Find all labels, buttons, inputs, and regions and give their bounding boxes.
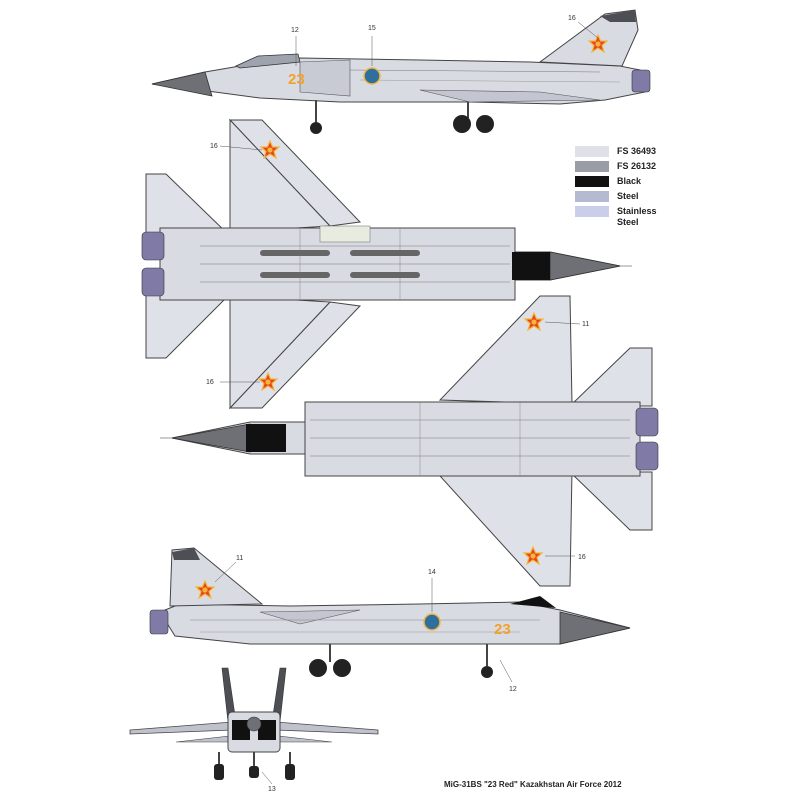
legend-label-stainless-steel: Stainless Steel: [617, 206, 657, 227]
callout-side-top-3: 16: [568, 15, 576, 22]
legend-item-black: Black: [575, 176, 685, 187]
legend-label-fs36493: FS 36493: [617, 146, 657, 156]
side-profile-bottom: 23 11 14 12: [149, 547, 631, 693]
legend-item-stainless-steel: Stainless Steel: [575, 206, 685, 228]
tactical-number-top: 23: [288, 71, 305, 88]
callout-plan-bottom-2: 16: [578, 554, 586, 561]
legend-swatch-black: [575, 176, 609, 187]
plan-view-upper: 16 16: [141, 118, 632, 410]
legend-label-steel: Steel: [617, 191, 639, 201]
legend-swatch-fs36493: [575, 146, 609, 157]
plan-view-lower: 11 16: [160, 295, 659, 587]
legend-label-fs26132: FS 26132: [617, 161, 657, 171]
color-legend: FS 36493 FS 26132 Black Steel Stainless …: [575, 146, 685, 232]
tactical-number-bottom: 23: [494, 621, 511, 638]
callout-side-bottom-1: 11: [236, 555, 243, 562]
legend-swatch-stainless-steel: [575, 206, 609, 217]
sheet-caption: MiG-31BS "23 Red" Kazakhstan Air Force 2…: [444, 780, 622, 789]
legend-swatch-steel: [575, 191, 609, 202]
legend-item-steel: Steel: [575, 191, 685, 202]
callout-plan-top-2: 16: [206, 379, 214, 386]
legend-label-black: Black: [617, 176, 642, 186]
legend-swatch-fs26132: [575, 161, 609, 172]
side-profile-top: 23 12 15 16: [151, 9, 651, 134]
callout-plan-top-1: 16: [210, 143, 218, 150]
callout-side-top-2: 15: [368, 25, 376, 32]
callout-side-top-1: 12: [291, 27, 299, 34]
front-view: 13: [129, 667, 379, 793]
legend-item-fs36493: FS 36493: [575, 146, 685, 157]
callout-side-bottom-2: 14: [428, 569, 436, 576]
callout-front: 13: [268, 786, 276, 793]
callout-side-bottom-3: 12: [509, 686, 517, 693]
callout-plan-bottom-1: 11: [582, 321, 589, 328]
legend-item-fs26132: FS 26132: [575, 161, 685, 172]
